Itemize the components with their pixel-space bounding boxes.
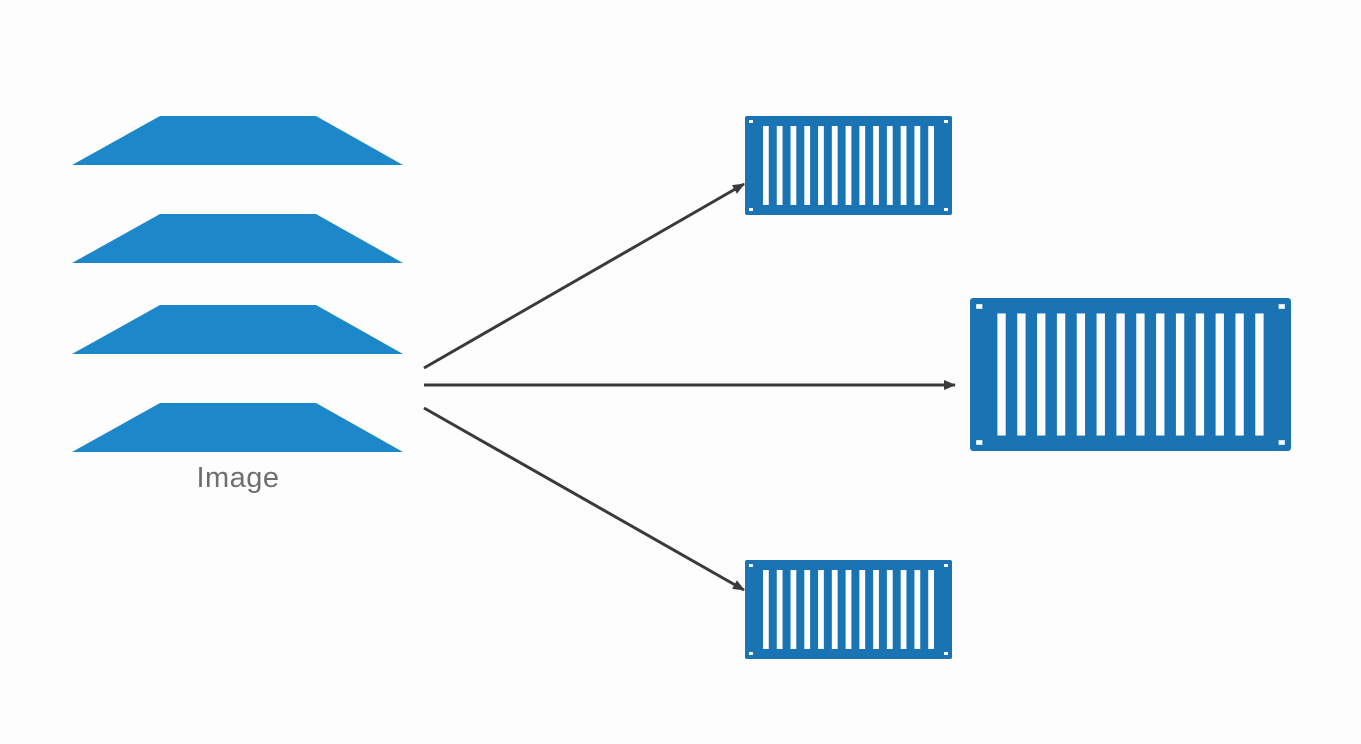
container-corner (1278, 440, 1285, 445)
container-corner (944, 564, 948, 567)
image-layer-2 (72, 214, 403, 263)
container-rib (845, 126, 852, 205)
container-rib (1215, 313, 1224, 436)
container-rib (762, 126, 769, 205)
container-rib (928, 570, 935, 649)
container-body (970, 298, 1291, 451)
container-rib (928, 126, 935, 205)
container-rib (804, 126, 811, 205)
container-rib (859, 570, 866, 649)
container-rib (1235, 313, 1244, 436)
container-rib (1116, 313, 1125, 436)
arrow-to-top-container (423, 182, 745, 370)
container-rib (845, 570, 852, 649)
container-corner (749, 652, 753, 655)
image-layer-1 (72, 116, 403, 165)
image-label: Image (196, 462, 280, 494)
container-rib (776, 570, 783, 649)
container-rib (818, 126, 824, 205)
container-rib (1136, 313, 1145, 436)
container-rib (997, 313, 1006, 436)
container-rib (1156, 313, 1165, 436)
container-corner (944, 120, 948, 123)
container-rib (776, 126, 783, 205)
container-rib (914, 570, 921, 649)
container-rib (831, 126, 838, 205)
image-layer-3 (72, 305, 403, 354)
container-rib (1056, 313, 1066, 436)
container-rib (762, 570, 769, 649)
container-rib (873, 570, 879, 649)
arrows (423, 182, 956, 592)
container-corner (976, 440, 983, 445)
container-icon (970, 298, 1291, 451)
container-rib (804, 570, 811, 649)
image-layer-4 (72, 403, 403, 452)
container-corner (944, 652, 948, 655)
container-rib (1255, 313, 1264, 436)
container-rib (831, 570, 838, 649)
arrow-to-bottom-container (423, 406, 745, 592)
container-corner (749, 120, 753, 123)
container-rib (1175, 313, 1185, 436)
container-rib (1096, 313, 1105, 436)
image-layer-stack (72, 116, 403, 452)
container-rib (886, 570, 893, 649)
container-corner (976, 304, 983, 309)
container-rib (790, 126, 797, 205)
container-rib (1076, 313, 1086, 436)
container-icon (745, 116, 952, 215)
container-rib (1195, 313, 1205, 436)
container-corner (1278, 304, 1285, 309)
container-rib (1037, 313, 1046, 436)
container-rib (886, 126, 893, 205)
container-corner (749, 208, 753, 211)
container-rib (859, 126, 866, 205)
container-rib (900, 570, 907, 649)
container-icon (745, 560, 952, 659)
container-rib (900, 126, 907, 205)
container-rib (818, 570, 824, 649)
container-rib (873, 126, 879, 205)
container-rib (1017, 313, 1026, 436)
container-corner (749, 564, 753, 567)
container-corner (944, 208, 948, 211)
container-rib (790, 570, 797, 649)
container-rib (914, 126, 921, 205)
